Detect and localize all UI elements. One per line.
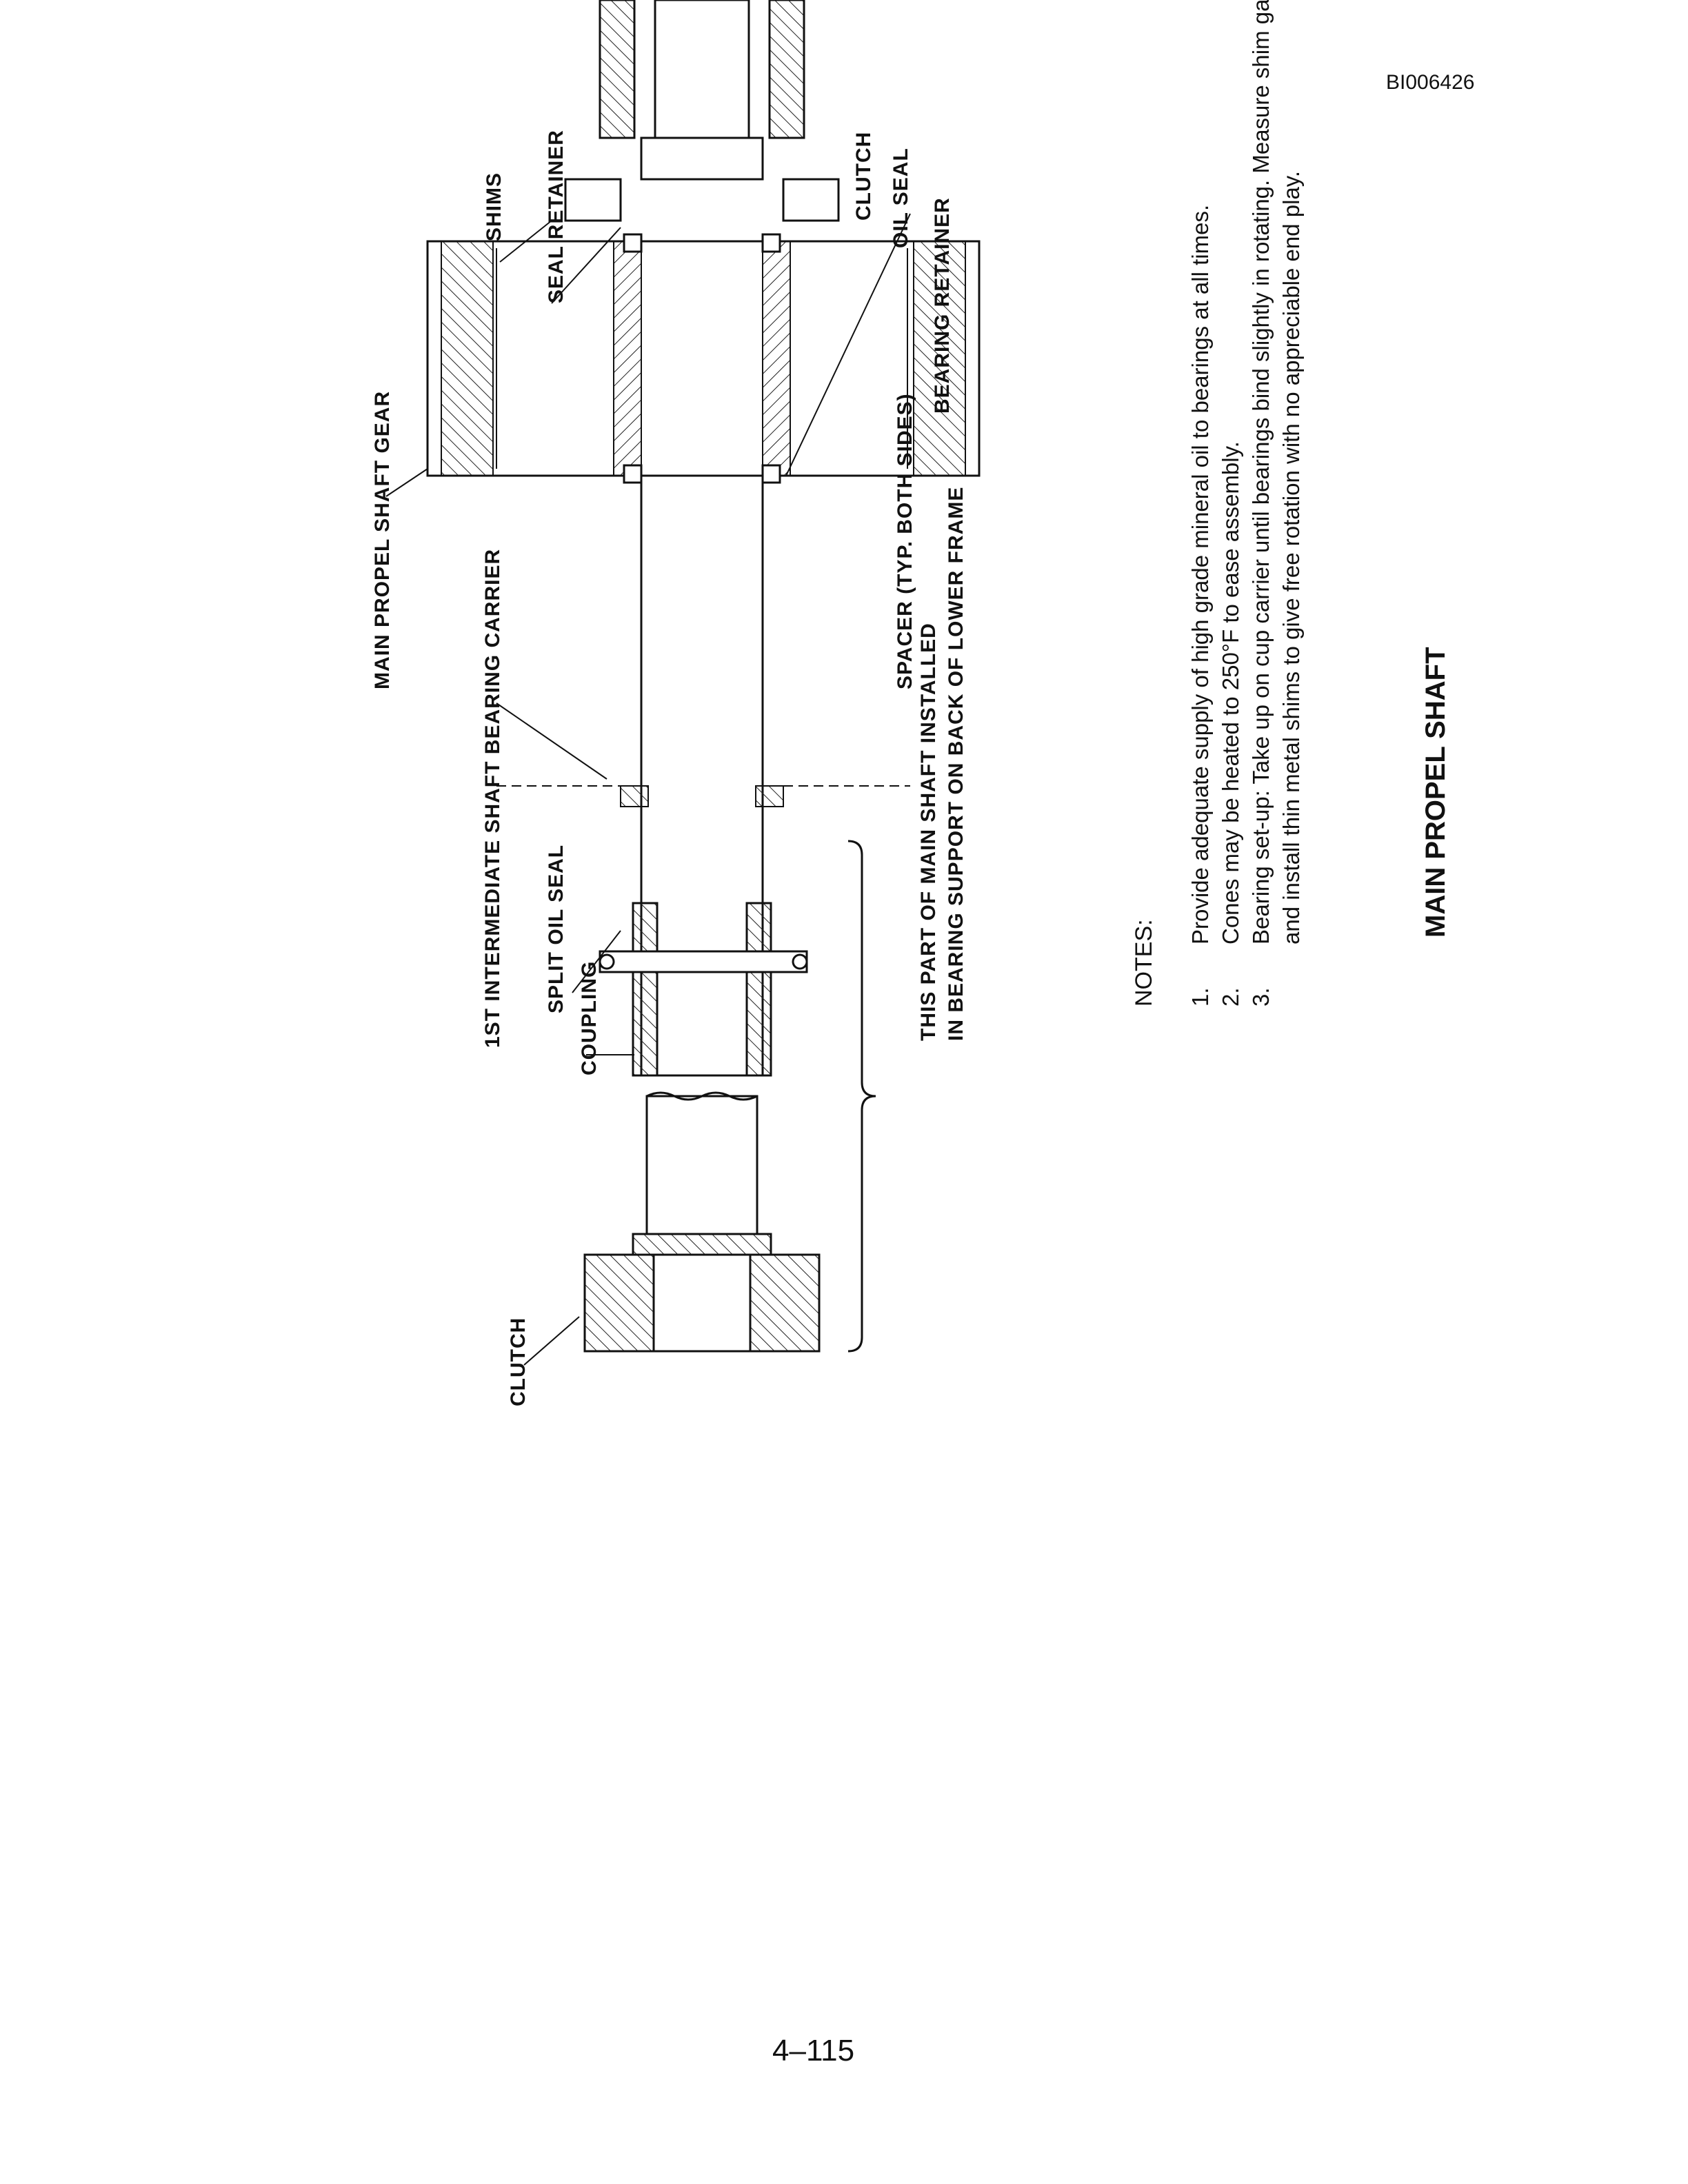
- note-3-num: 3.: [1248, 987, 1274, 1007]
- clutch-left: [583, 1233, 821, 1353]
- coupling: [599, 902, 808, 1077]
- label-main-propel-shaft-gear: MAIN PROPEL SHAFT GEAR: [371, 390, 394, 689]
- label-shims: SHIMS: [483, 172, 505, 241]
- main-propel-shaft-gear: [426, 240, 981, 477]
- label-main-shaft-note-line1: THIS PART OF MAIN SHAFT INSTALLED: [917, 623, 940, 1041]
- label-first-intermediate-bearing-carrier: 1ST INTERMEDIATE SHAFT BEARING CARRIER: [481, 548, 504, 1048]
- note-3-text: Bearing set-up: Take up on cup carrier u…: [1248, 0, 1274, 944]
- label-oil-seal: OIL SEAL: [890, 148, 912, 248]
- label-clutch-left: CLUTCH: [507, 1317, 530, 1406]
- leader-lines: [385, 213, 911, 1366]
- notes-heading: NOTES:: [1131, 919, 1157, 1007]
- label-clutch-right: CLUTCH: [852, 131, 875, 221]
- clutch-right: [599, 0, 805, 181]
- note-1-num: 1.: [1187, 987, 1213, 1007]
- label-split-oil-seal: SPLIT OIL SEAL: [545, 844, 567, 1013]
- label-bearing-retainer: BEARING RETAINER: [931, 197, 954, 414]
- document-id: BI006426: [1386, 71, 1475, 94]
- label-coupling: COUPLING: [578, 960, 601, 1075]
- page-number: 4–115: [772, 2034, 855, 2067]
- label-seal-retainer: SEAL RETAINER: [545, 130, 567, 303]
- main-shaft: [640, 385, 764, 1235]
- note-2-text: Cones may be heated to 250°F to ease ass…: [1218, 441, 1243, 944]
- label-main-shaft-note-line2: IN BEARING SUPPORT ON BACK OF LOWER FRAM…: [945, 486, 967, 1041]
- bearing-carrier: [496, 785, 910, 807]
- figure-title: MAIN PROPEL SHAFT: [1420, 647, 1451, 938]
- note-1-text: Provide adequate supply of high grade mi…: [1187, 204, 1213, 944]
- shaft-diagram: [385, 0, 981, 1366]
- note-2-num: 2.: [1218, 987, 1243, 1007]
- note-3-text-cont: and install thin metal shims to give fre…: [1278, 170, 1304, 944]
- label-spacer: SPACER (TYP. BOTH SIDES): [894, 393, 916, 689]
- spacers: [564, 178, 840, 484]
- rotated-figure: CLUTCH 1ST INTERMEDIATE SHAFT BEARING CA…: [371, 0, 1451, 1406]
